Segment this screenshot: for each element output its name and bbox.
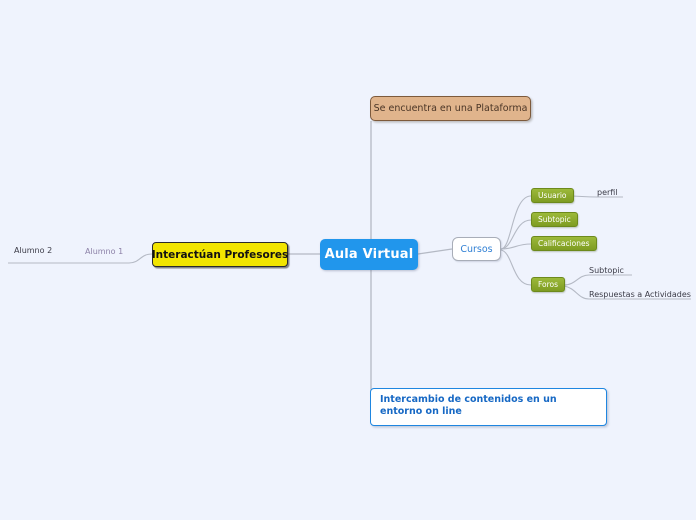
wire-cursos-subtopic (500, 219, 532, 250)
wire-foros-subtopic (563, 274, 590, 286)
node-alumno-1[interactable]: Alumno 1 (85, 247, 123, 257)
node-intercambio-contenidos[interactable]: Intercambio de contenidos en un entorno … (370, 388, 607, 426)
node-subtopic-cursos[interactable]: Subtopic (531, 212, 578, 227)
node-subtopic-foros-label: Subtopic (589, 266, 624, 275)
node-interactuan-profesores-label: Interactúan Profesores (151, 248, 289, 261)
wire-root-to-cursos (417, 248, 453, 255)
node-alumno-2-label: Alumno 2 (14, 246, 53, 255)
node-root-label: Aula Virtual (324, 247, 414, 262)
wire-cursos-foros (500, 249, 532, 286)
node-calificaciones-label: Calificaciones (538, 239, 590, 248)
node-perfil[interactable]: perfil (597, 188, 618, 198)
node-cursos-label: Cursos (460, 243, 493, 255)
node-foros[interactable]: Foros (531, 277, 566, 292)
node-interactuan-profesores[interactable]: Interactúan Profesores (152, 242, 288, 267)
node-intercambio-contenidos-label: Intercambio de contenidos en un entorno … (380, 394, 557, 417)
node-foros-label: Foros (538, 280, 559, 289)
node-respuestas-actividades[interactable]: Respuestas a Actividades (589, 290, 691, 300)
node-respuestas-actividades-label: Respuestas a Actividades (589, 290, 691, 299)
wire-profesores-alumno1 (128, 253, 153, 264)
node-usuario[interactable]: Usuario (531, 188, 574, 203)
wire-cursos-usuario (500, 195, 532, 250)
node-calificaciones[interactable]: Calificaciones (531, 236, 597, 251)
node-alumno-1-label: Alumno 1 (85, 247, 124, 256)
node-subtopic-cursos-label: Subtopic (538, 215, 571, 224)
node-root-aula-virtual[interactable]: Aula Virtual (320, 239, 418, 270)
node-plataforma-label: Se encuentra en una Plataforma (373, 103, 528, 114)
wire-cursos-calificaciones (500, 243, 532, 250)
node-usuario-label: Usuario (538, 191, 567, 200)
node-subtopic-foros[interactable]: Subtopic (589, 266, 624, 276)
node-perfil-label: perfil (597, 188, 618, 197)
node-cursos[interactable]: Cursos (452, 237, 501, 261)
node-alumno-2[interactable]: Alumno 2 (14, 246, 52, 256)
node-plataforma[interactable]: Se encuentra en una Plataforma (370, 96, 531, 121)
wire-foros-respuestas (563, 285, 590, 300)
